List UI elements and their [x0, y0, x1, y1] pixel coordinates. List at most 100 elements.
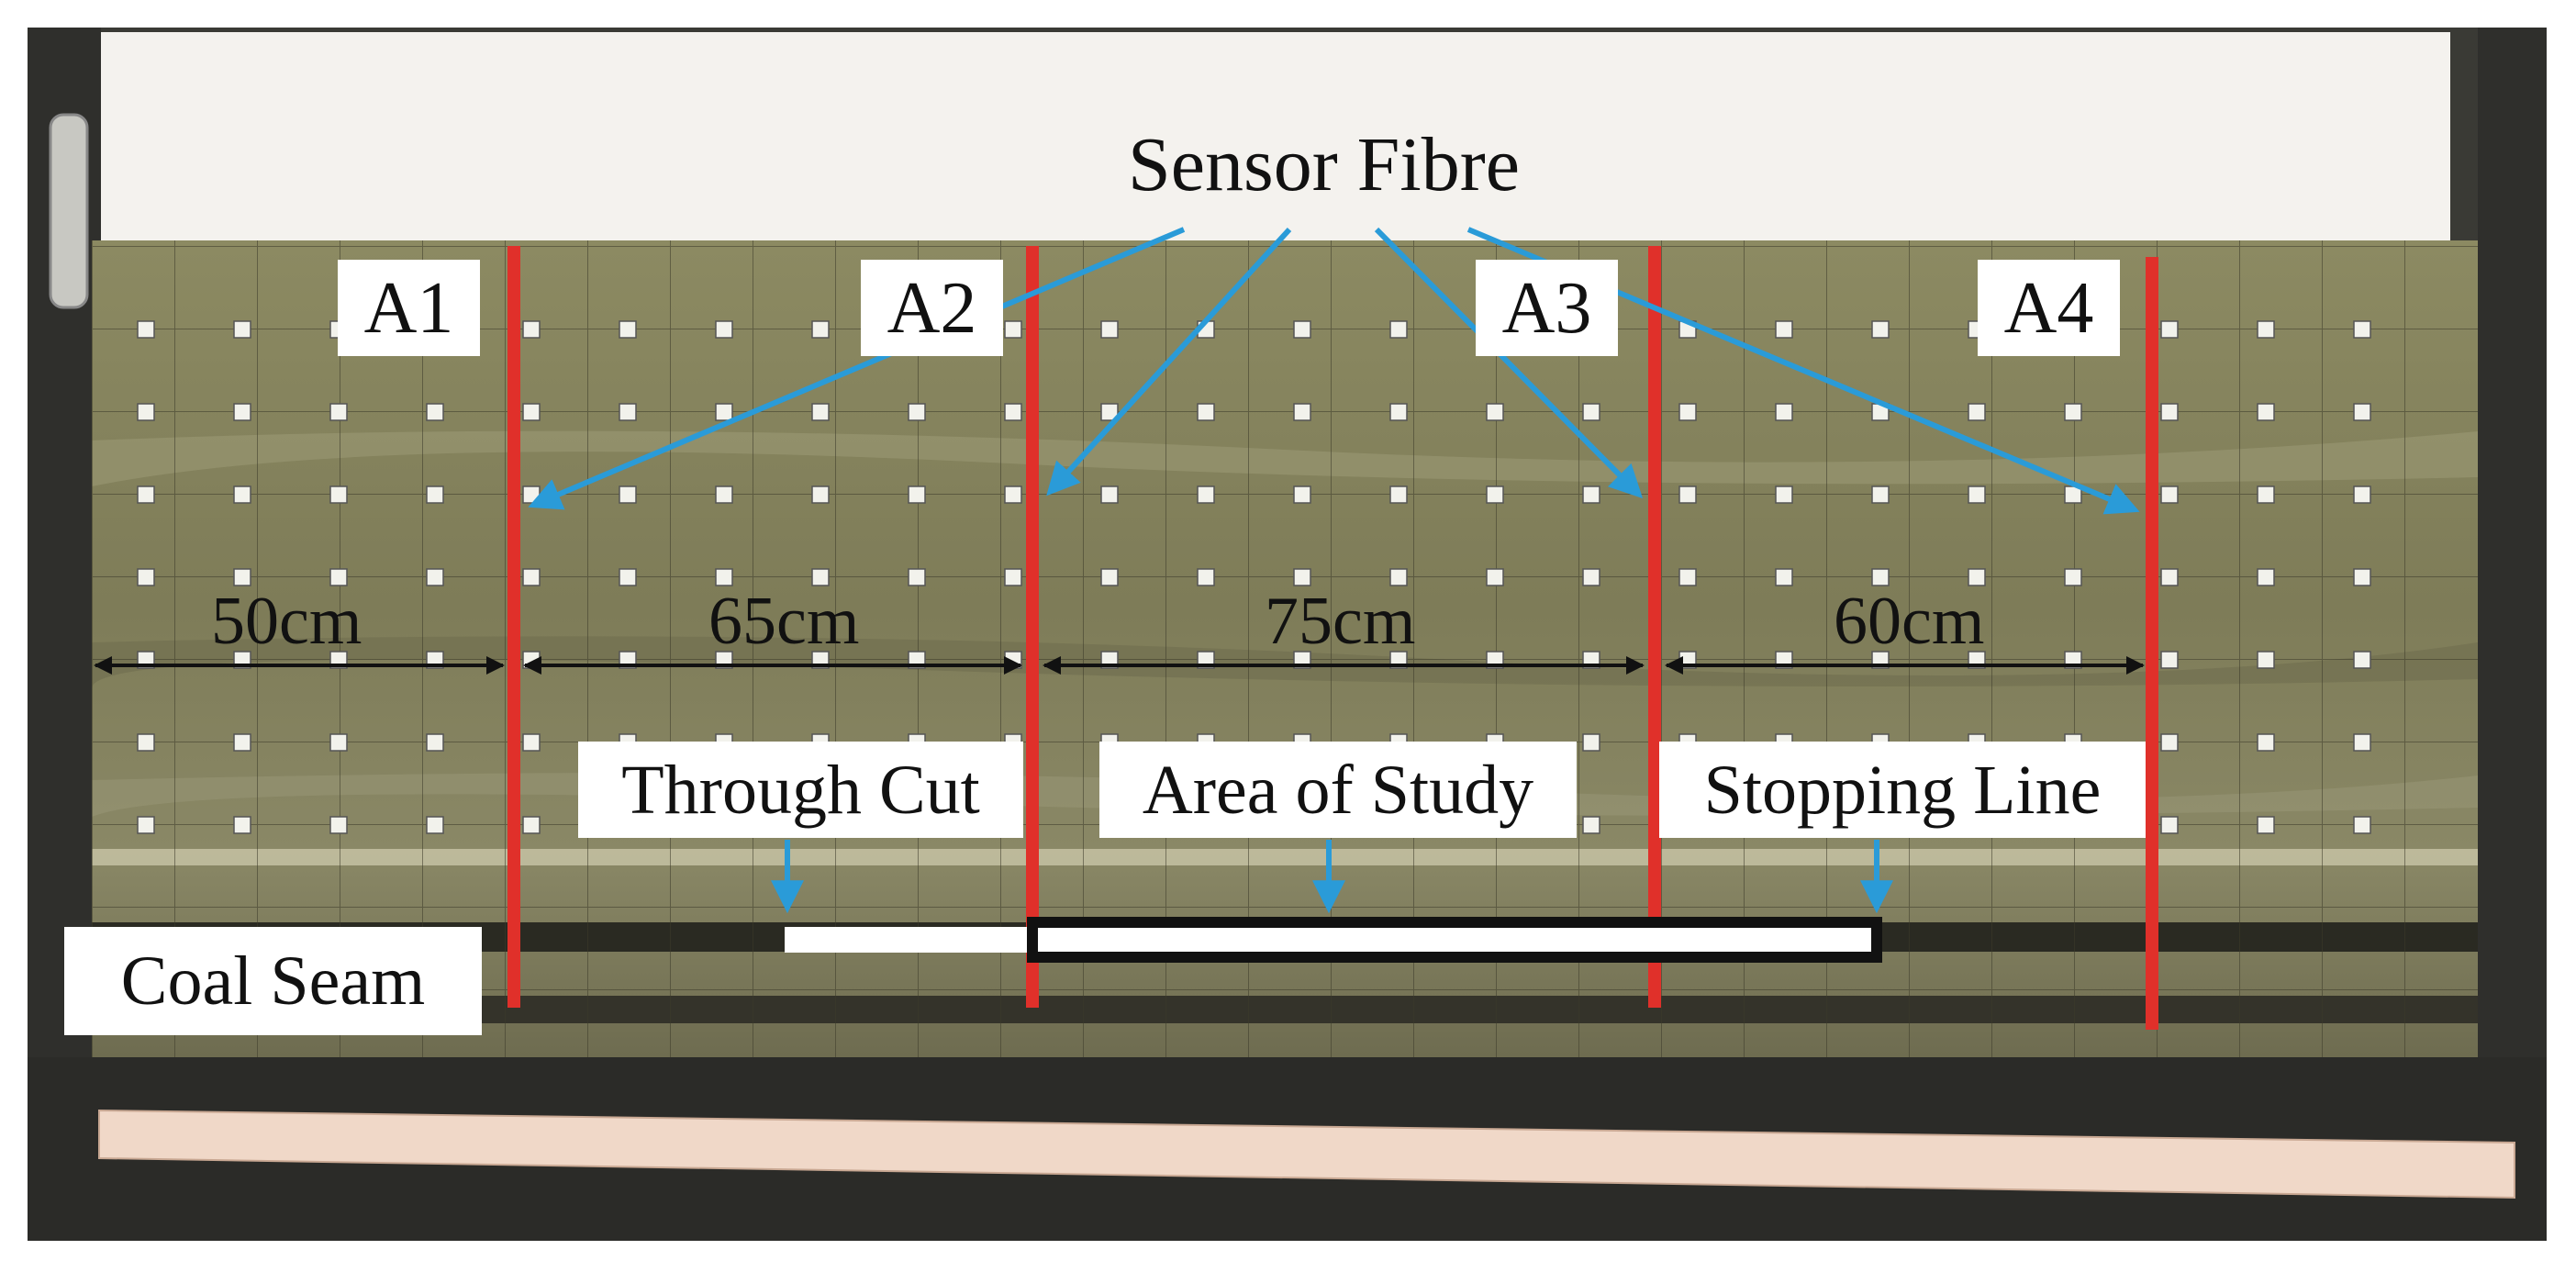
displacement-marker [2160, 733, 2179, 752]
displacement-marker [2353, 733, 2371, 752]
displacement-marker [1197, 485, 1215, 504]
displacement-marker [426, 816, 444, 834]
displacement-marker [2160, 816, 2179, 834]
displacement-marker [1678, 403, 1697, 421]
displacement-marker [2160, 403, 2179, 421]
displacement-marker [1100, 568, 1119, 586]
displacement-marker [1197, 403, 1215, 421]
displacement-marker [1100, 320, 1119, 339]
measuring-tape [98, 1109, 2515, 1199]
displacement-marker [2353, 485, 2371, 504]
displacement-marker [1293, 403, 1311, 421]
coal-seam-label: Coal Seam [64, 927, 482, 1035]
displacement-marker [811, 485, 830, 504]
displacement-markers [137, 320, 2371, 834]
displacement-marker [522, 485, 541, 504]
displacement-marker [522, 320, 541, 339]
displacement-marker [619, 485, 637, 504]
displacement-marker [329, 816, 348, 834]
displacement-marker [233, 733, 251, 752]
displacement-marker [619, 403, 637, 421]
displacement-marker [2353, 816, 2371, 834]
displacement-marker [233, 816, 251, 834]
displacement-marker [2257, 403, 2275, 421]
section-label-a2: A2 [861, 260, 1003, 356]
displacement-marker [811, 320, 830, 339]
right-post [2478, 28, 2547, 1239]
displacement-marker [619, 568, 637, 586]
dimension-label-75: 75cm [1265, 584, 1416, 659]
stopping-line-label: Stopping Line [1659, 742, 2146, 838]
fibre-arrow-a1 [528, 227, 1186, 510]
displacement-marker [137, 733, 155, 752]
displacement-marker [2160, 568, 2179, 586]
displacement-marker [715, 568, 733, 586]
displacement-marker [1678, 568, 1697, 586]
displacement-marker [1389, 485, 1408, 504]
displacement-marker [2353, 403, 2371, 421]
displacement-marker [2257, 733, 2275, 752]
fibre-arrow-a2 [1046, 227, 1292, 496]
displacement-marker [426, 568, 444, 586]
displacement-marker [1582, 733, 1600, 752]
displacement-marker [715, 403, 733, 421]
displacement-marker [908, 568, 926, 586]
displacement-marker [2353, 568, 2371, 586]
displacement-marker [1100, 403, 1119, 421]
gauge-plate [49, 113, 89, 309]
displacement-marker [2160, 320, 2179, 339]
area-of-study-label: Area of Study [1099, 742, 1577, 838]
displacement-marker [1582, 568, 1600, 586]
displacement-marker [1582, 403, 1600, 421]
displacement-marker [1871, 485, 1890, 504]
section-label-a1: A1 [338, 260, 480, 356]
displacement-marker [1197, 568, 1215, 586]
dimension-label-65: 65cm [708, 584, 860, 659]
study-area-bar [1027, 917, 1882, 963]
displacement-marker [1004, 320, 1022, 339]
displacement-marker [1871, 320, 1890, 339]
displacement-marker [715, 485, 733, 504]
displacement-marker [2257, 651, 2275, 669]
displacement-marker [233, 320, 251, 339]
displacement-marker [522, 403, 541, 421]
displacement-marker [908, 485, 926, 504]
displacement-marker [2257, 485, 2275, 504]
displacement-marker [1775, 403, 1793, 421]
displacement-marker [522, 733, 541, 752]
displacement-marker [715, 320, 733, 339]
displacement-marker [1968, 403, 1986, 421]
dimension-label-50: 50cm [211, 584, 362, 659]
displacement-marker [1486, 568, 1504, 586]
displacement-marker [1582, 485, 1600, 504]
displacement-marker [2353, 651, 2371, 669]
displacement-marker [2064, 568, 2082, 586]
displacement-marker [426, 403, 444, 421]
displacement-marker [1678, 485, 1697, 504]
displacement-marker [1871, 568, 1890, 586]
displacement-marker [426, 733, 444, 752]
displacement-marker [1486, 403, 1504, 421]
displacement-marker [2160, 485, 2179, 504]
displacement-marker [1004, 568, 1022, 586]
through-cut-label: Through Cut [578, 742, 1023, 838]
section-label-a3: A3 [1476, 260, 1618, 356]
displacement-marker [1775, 568, 1793, 586]
displacement-marker [329, 568, 348, 586]
dimension-label-60: 60cm [1834, 584, 1985, 659]
displacement-marker [329, 485, 348, 504]
displacement-marker [426, 485, 444, 504]
displacement-marker [329, 403, 348, 421]
displacement-marker [2064, 403, 2082, 421]
displacement-marker [522, 816, 541, 834]
displacement-marker [619, 320, 637, 339]
through-cut-bar [785, 927, 1031, 953]
displacement-marker [1100, 485, 1119, 504]
displacement-marker [522, 568, 541, 586]
section-label-a4: A4 [1978, 260, 2120, 356]
displacement-marker [233, 485, 251, 504]
sensor-fibre-label: Sensor Fibre [1078, 115, 1569, 216]
displacement-marker [1293, 320, 1311, 339]
displacement-marker [1004, 485, 1022, 504]
displacement-marker [233, 403, 251, 421]
